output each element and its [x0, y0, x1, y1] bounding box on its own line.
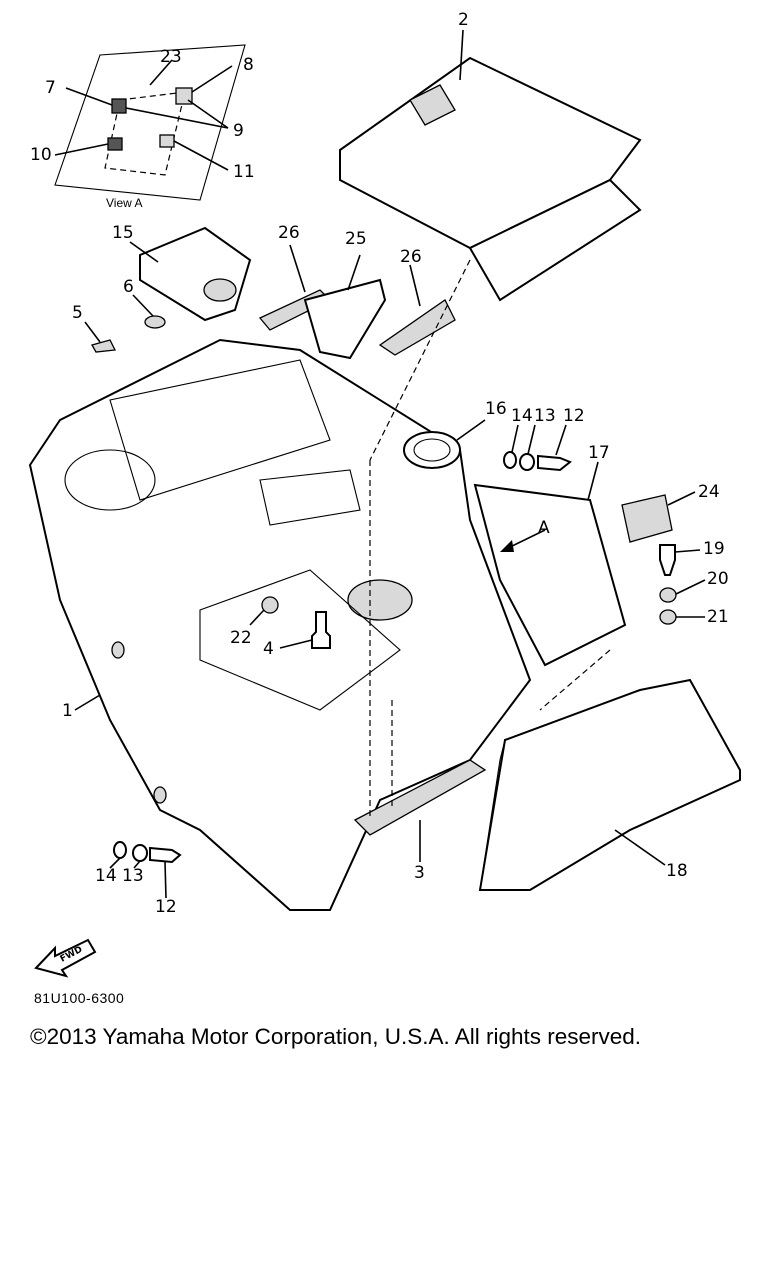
pad-25 [303, 278, 387, 360]
copyright-notice: ©2013 Yamaha Motor Corporation, U.S.A. A… [30, 1024, 642, 1049]
nut-21 [659, 609, 677, 625]
callout-23: 23 [160, 47, 182, 67]
callout-21: 21 [707, 607, 729, 627]
washer-14-lower [113, 841, 127, 859]
callout-19: 19 [703, 539, 725, 559]
callout-20: 20 [707, 569, 729, 589]
fwd-arrow-shape [34, 938, 97, 978]
callout-2: 2 [458, 10, 469, 30]
lid-hinge-face [468, 178, 642, 302]
inset-bracket-7 [111, 98, 127, 114]
view-a-inset [54, 44, 246, 201]
washer-14-upper [503, 451, 517, 469]
callout-3: 3 [414, 863, 425, 883]
parts-diagram: A FWD 2 23 8 7 9 10 11 15 26 25 26 6 5 1… [28, 10, 741, 978]
callout-12-lower: 12 [155, 897, 177, 917]
storage-lid [339, 56, 642, 302]
insert-body [139, 226, 252, 322]
mount-hole-lower [153, 786, 167, 804]
lid-latch [409, 84, 456, 126]
console-outline [28, 338, 532, 911]
bolt-12-upper [537, 454, 572, 472]
drawing-number: 81U100-6300 [34, 990, 125, 1006]
view-a-arrow: A [500, 518, 550, 552]
flap-edge [479, 739, 506, 891]
callout-13-upper: 13 [534, 406, 556, 426]
flap-body [478, 678, 741, 891]
screw-19 [659, 544, 676, 576]
view-a-marker: A [538, 518, 550, 538]
callout-4: 4 [263, 639, 274, 659]
callout-1: 1 [62, 701, 73, 721]
console-top-recess [109, 359, 331, 501]
callout-11: 11 [233, 162, 255, 182]
console-tray [199, 569, 401, 711]
console-body [28, 338, 532, 911]
callout-13-lower: 13 [122, 866, 144, 886]
mud-flap-18 [478, 678, 741, 891]
mount-hole-left [111, 641, 125, 659]
callout-9: 9 [233, 121, 244, 141]
clip-5 [91, 339, 117, 353]
callout-22: 22 [230, 628, 252, 648]
clip-6 [144, 315, 166, 329]
washer-13-upper [519, 453, 535, 471]
washer-13-lower [132, 844, 148, 862]
callout-numbers: 2 23 8 7 9 10 11 15 26 25 26 6 5 16 14 1… [30, 10, 729, 917]
callout-24: 24 [698, 482, 720, 502]
callout-7: 7 [45, 78, 56, 98]
insert-hole [203, 278, 237, 302]
callout-26-left: 26 [278, 223, 300, 243]
callout-15: 15 [112, 223, 134, 243]
grommet-16-inner [413, 438, 451, 462]
callout-16: 16 [485, 399, 507, 419]
nut-20 [659, 587, 677, 603]
bolt-12-lower [149, 846, 182, 864]
bracket-3 [353, 759, 487, 836]
callout-8: 8 [243, 55, 254, 75]
view-a-caption: View A [106, 196, 143, 210]
callout-6: 6 [123, 277, 134, 297]
fwd-arrow: FWD [34, 938, 97, 978]
fastener-4 [311, 611, 331, 649]
cup-well-right [347, 579, 413, 621]
callout-12-upper: 12 [563, 406, 585, 426]
pads [258, 278, 456, 360]
callout-14-lower: 14 [95, 866, 117, 886]
callout-14-upper: 14 [511, 406, 533, 426]
console-slot [259, 469, 361, 526]
side-panel-17 [473, 483, 627, 667]
cap-22 [261, 596, 279, 614]
cup-holder-insert [139, 226, 252, 322]
inset-bracket-10 [107, 137, 123, 151]
callout-17: 17 [588, 443, 610, 463]
callout-18: 18 [666, 861, 688, 881]
callout-5: 5 [72, 303, 83, 323]
pad-26-right [378, 299, 456, 356]
callout-26-right: 26 [400, 247, 422, 267]
callout-25: 25 [345, 229, 367, 249]
callout-10: 10 [30, 145, 52, 165]
cup-well-left [64, 449, 156, 511]
grommet-16 [403, 431, 461, 469]
label-24 [621, 494, 673, 543]
inset-panel-outline [54, 44, 246, 201]
inset-bracket-11 [159, 134, 175, 148]
leader-lines [54, 29, 706, 899]
